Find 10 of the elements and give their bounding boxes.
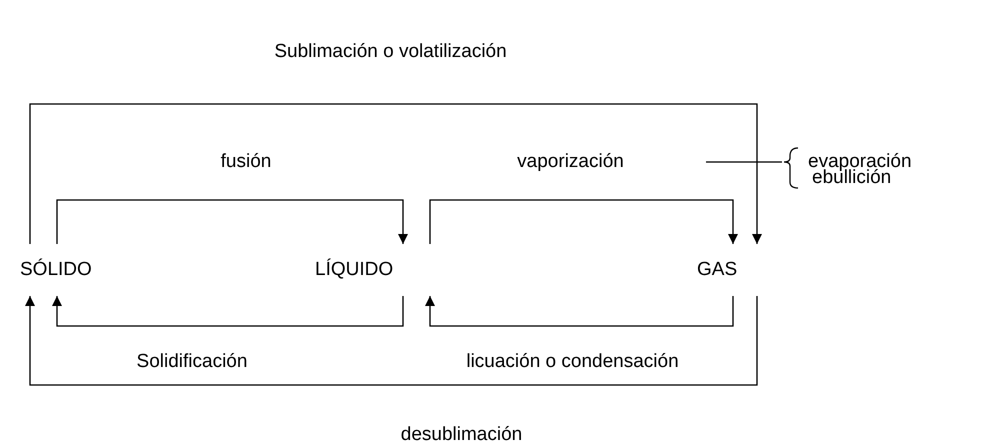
arrow — [56, 199, 408, 244]
arrow — [52, 296, 404, 327]
edge-label: vaporización — [517, 152, 624, 173]
arrow — [425, 296, 734, 327]
state-label: GAS — [697, 259, 738, 281]
state-label: SÓLIDO — [20, 259, 92, 281]
state-label: LÍQUIDO — [315, 259, 394, 281]
arrow — [25, 296, 758, 386]
arrow — [429, 199, 738, 244]
arrow — [29, 103, 762, 244]
